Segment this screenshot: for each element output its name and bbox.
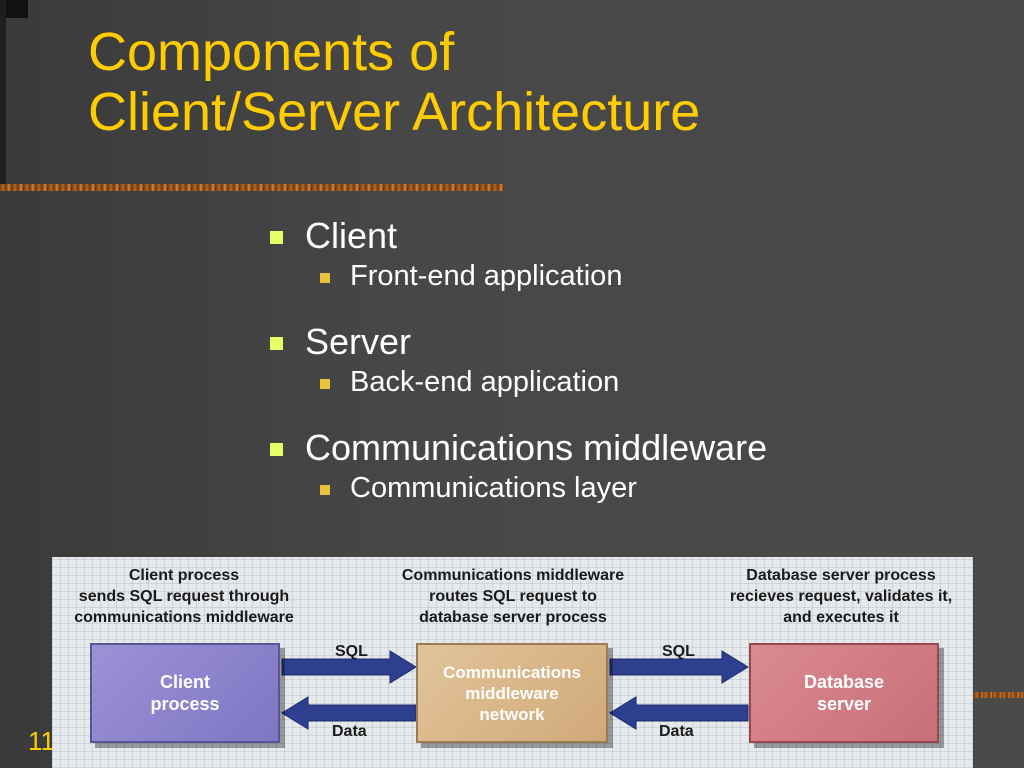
client-caption-line: sends SQL request through: [78, 588, 290, 605]
page-number: 11: [28, 726, 55, 756]
client-caption-line: Client process: [128, 567, 240, 584]
data-label-2: Data: [659, 723, 694, 740]
sql-label-1: SQL: [335, 643, 368, 660]
data-label-1: Data: [332, 723, 367, 740]
middleware-network-box: Communications middleware network: [416, 643, 608, 743]
title-divider: [0, 184, 504, 191]
corner-decoration: [0, 0, 28, 18]
server-caption-line: and executes it: [783, 609, 899, 626]
slide-title: Components of Client/Server Architecture: [88, 22, 700, 142]
sql-label-2: SQL: [662, 643, 695, 660]
middleware-caption-line: Communications middleware: [401, 567, 625, 584]
middleware-caption-line: routes SQL request to: [429, 588, 597, 605]
data-arrow-left-1: [281, 696, 417, 730]
data-arrow-left-2: [609, 696, 749, 730]
bullet-client: Client: [268, 214, 767, 258]
client-caption: Client process sends SQL request through…: [52, 565, 316, 628]
architecture-diagram: Client process sends SQL request through…: [52, 557, 973, 768]
server-box-line: server: [816, 694, 872, 714]
bullet-list: Client Front-end application Server Back…: [268, 214, 767, 532]
client-process-box: Client process: [90, 643, 280, 743]
right-divider: [974, 692, 1024, 698]
diagram-arrows: [281, 650, 749, 730]
database-server-box: Database server: [749, 643, 939, 743]
middleware-box-line: Communications: [443, 662, 581, 682]
sub-bullet-comm-layer: Communications layer: [268, 470, 767, 506]
client-box-line: process: [150, 694, 220, 714]
middleware-caption-line: database server process: [419, 609, 607, 626]
client-caption-line: communications middleware: [74, 609, 294, 626]
title-line-2: Client/Server Architecture: [88, 82, 701, 142]
server-caption-line: Database server process: [746, 567, 936, 584]
middleware-box-line: network: [479, 704, 545, 724]
sub-bullet-front-end: Front-end application: [268, 258, 767, 294]
server-caption-line: recieves request, validates it,: [729, 588, 953, 605]
middleware-box-line: middleware: [465, 683, 559, 703]
left-edge-decoration: [0, 0, 6, 190]
bullet-server: Server: [268, 320, 767, 364]
server-caption: Database server process recieves request…: [704, 565, 973, 628]
sub-bullet-back-end: Back-end application: [268, 364, 767, 400]
sql-arrow-right-1: [281, 650, 417, 684]
server-box-line: Database: [803, 672, 885, 692]
bullet-middleware: Communications middleware: [268, 426, 767, 470]
client-box-line: Client: [159, 672, 210, 692]
title-line-1: Components of: [88, 22, 455, 82]
middleware-caption: Communications middleware routes SQL req…: [374, 565, 652, 628]
sql-arrow-right-2: [609, 650, 749, 684]
